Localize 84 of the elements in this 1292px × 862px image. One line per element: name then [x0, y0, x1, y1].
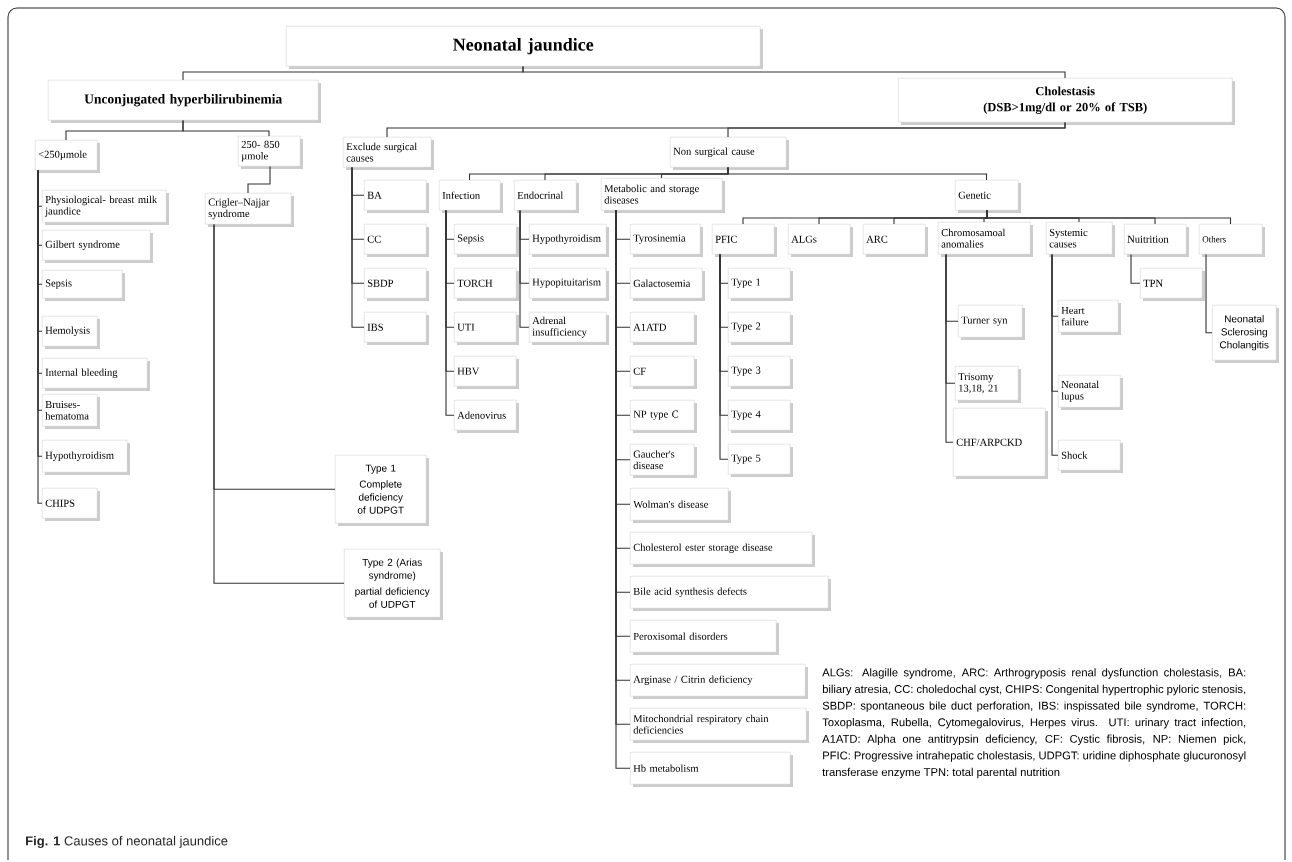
connector	[1205, 253, 1213, 334]
cause-box: BA	[364, 180, 429, 213]
cause-box: Type 4	[728, 400, 793, 433]
cause-box: Endocrinal	[514, 180, 579, 213]
cause-box: Galactosemia	[630, 268, 705, 301]
heading-box: Unconjugated hyperbilirubinemia	[48, 80, 321, 123]
connector	[247, 165, 271, 194]
cause-box: Type 1	[728, 268, 793, 301]
abbreviation-note: ALGs: Alagille syndrome, ARC: Arthrogryposis renal dysfunction cholestasis, BA: biliary atresia, CC: choledochal cyst, CHIPS: Congenital hypertrophic pyloric stenosis, SBDP: spontaneous bile duct perforation, IBS: inspissated bile syndrome, TORCH: Toxoplasma, Rubella, Cytomegalovirus, Herpes virus. UTI: urinary tract infection, A1ATD: Alpha one antitrypsin deficiency, CF: Cystic fibrosis, NP: Niemen pick, PFIC: Progressive intrahepatic cholestasis, UDPGT: uridine diphosphate glucuronosyl transferase enzyme TPN: total parental nutrition	[822, 668, 1246, 779]
cause-box: Hypopituitarism	[529, 268, 609, 301]
cause-box: Systemic causes	[1046, 222, 1115, 257]
cause-box: Sepsis	[454, 224, 519, 257]
cause-box: CHIPS	[42, 488, 100, 521]
cause-box: UTI	[454, 312, 519, 345]
connector	[986, 209, 1232, 225]
cause-box: Mitochondrial respiratory chain deficiencies	[630, 708, 809, 743]
cause-box: Arginase / Citrin deficiency	[630, 664, 808, 699]
cause-box: HBV	[454, 356, 519, 389]
cause-box: NP type C	[630, 400, 697, 433]
cause-box: Type 5	[728, 444, 793, 477]
cause-box: Hemolysis	[42, 316, 100, 349]
cause-box: Wolman's disease	[630, 488, 731, 523]
connector	[522, 65, 1066, 79]
connector	[719, 253, 729, 460]
cause-box: <250µmole	[35, 140, 100, 173]
cause-box: TORCH	[454, 268, 519, 301]
cause-box: Metabolic and storage diseases	[601, 178, 725, 213]
cause-box: Nuitrition	[1124, 224, 1189, 257]
cause-box: Adenovirus	[454, 400, 519, 433]
cause-box: A1ATD	[630, 312, 697, 345]
cause-box: Non surgical cause	[670, 137, 789, 170]
cause-box: Chromosamoal anomalies	[938, 222, 1033, 257]
cause-box: Type 2	[728, 312, 793, 345]
connector	[727, 121, 1066, 138]
cause-box: Bruises- hematoma	[42, 394, 100, 429]
cause-box: ARC	[863, 224, 928, 257]
cause-box: Hb metabolism	[630, 752, 793, 787]
cause-box: Adrenal insufficiency	[529, 312, 609, 345]
cause-box: Gilbert syndrome	[42, 230, 153, 263]
connector	[945, 253, 954, 443]
heading-box: Cholestasis (DSB>1mg/dl or 20% of TSB)	[898, 78, 1235, 125]
heading-box: Neonatal jaundice	[286, 26, 763, 69]
connector	[351, 166, 365, 328]
cause-box: Others	[1199, 224, 1265, 257]
cause-box: Neonatal lupus	[1058, 375, 1123, 410]
cause-box: Crigler–Najjar syndrome	[205, 193, 294, 227]
cause-box: Cholesterol ester storage disease	[630, 532, 815, 567]
cause-box: IBS	[364, 312, 429, 345]
connector	[727, 166, 988, 181]
cause-box: Neonatal Sclerosing Cholangitis	[1212, 305, 1279, 363]
cause-box: PFIC	[712, 224, 777, 257]
cause-box: Internal bleeding	[42, 358, 150, 391]
cause-box: Exclude surgical causes	[343, 137, 434, 170]
cause-box: Bile acid synthesis defects	[630, 576, 831, 611]
cause-box: Sepsis	[42, 270, 125, 301]
connector	[1051, 253, 1059, 456]
cause-box: SBDP	[364, 268, 429, 301]
cause-box: ALGs	[788, 224, 853, 257]
cause-box: CC	[364, 224, 429, 257]
cause-box: Genetic	[955, 180, 1021, 213]
connector	[182, 119, 270, 137]
cause-box: Hypothyroidism	[529, 224, 609, 257]
cause-box: Tyrosinemia	[630, 224, 703, 257]
cause-box: TPN	[1140, 268, 1205, 301]
cause-box: Type 2 (Arias syndrome) partial deficiency of UDPGT	[344, 549, 443, 620]
cause-box: Hypothyroidism	[42, 440, 130, 475]
cause-box: Gaucher's disease	[630, 444, 697, 478]
cause-box: Infection	[439, 180, 503, 213]
connector	[519, 209, 530, 328]
figure-caption: Fig. 1 Causes of neonatal jaundice	[26, 835, 228, 849]
connector	[213, 223, 345, 584]
cause-box: Type 1 Complete deficiency of UDPGT	[335, 455, 429, 526]
cause-box: Type 3	[728, 356, 793, 389]
cause-box: CF	[630, 356, 697, 389]
cause-box: Shock	[1058, 440, 1123, 473]
cause-box: Heart failure	[1058, 300, 1121, 335]
cause-box: 250- 850 µmole	[238, 136, 303, 169]
cause-box: Turner syn	[958, 305, 1025, 340]
cause-box: Peroxisomal disorders	[630, 620, 779, 655]
cause-box: CHF/ARPCKD	[953, 408, 1048, 479]
cause-box: Trisomy 13,18, 21	[955, 366, 1021, 403]
cause-box: Physiological- breast milk jaundice	[42, 190, 169, 225]
connector	[445, 209, 455, 416]
connector	[1130, 253, 1141, 284]
